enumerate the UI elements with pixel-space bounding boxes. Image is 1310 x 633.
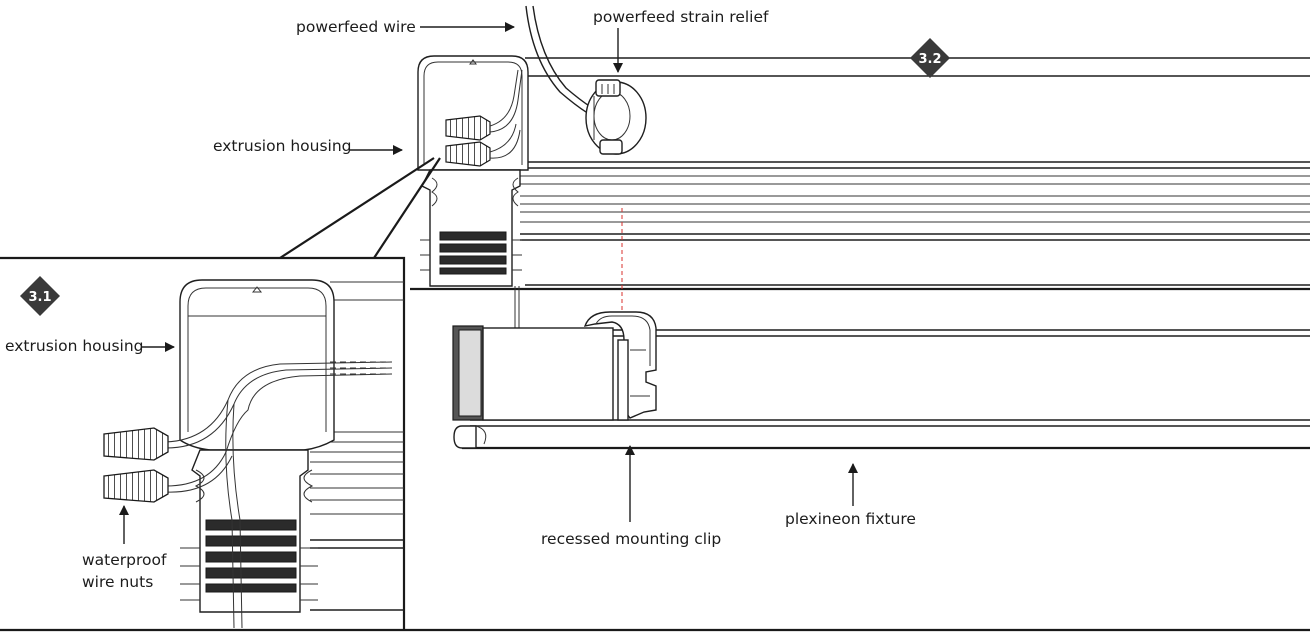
step-badge-3-2-label: 3.2: [918, 52, 941, 67]
detail-callout-lines: [279, 157, 441, 259]
detail-inset: 3.1 extrusion housing waterproof wire nu…: [0, 256, 1310, 632]
wire-nuts-label-line2: wire nuts: [82, 573, 153, 591]
wire-nuts-label-line1: waterproof: [82, 551, 167, 569]
plexineon-fixture: [452, 325, 1310, 450]
main-wire-nuts: [445, 69, 523, 167]
fixture-label: plexineon fixture: [785, 510, 916, 528]
inset-extrusion-housing-label: extrusion housing: [5, 337, 144, 355]
strain-relief-label: powerfeed strain relief: [593, 8, 769, 26]
main-view: 3.2 powerfeed wire powerfeed strain reli…: [213, 5, 1310, 548]
powerfeed-strain-relief: [585, 79, 647, 155]
mounting-channel: [410, 57, 1310, 291]
recessed-mounting-clip: [583, 311, 657, 421]
step-badge-3-1-label: 3.1: [28, 290, 51, 305]
step-badge-3-2: 3.2: [910, 38, 950, 78]
extrusion-housing: [417, 55, 529, 287]
mounting-clip-label: recessed mounting clip: [541, 530, 721, 548]
inset-wire-nuts: [103, 427, 169, 503]
powerfeed-wire-label: powerfeed wire: [296, 18, 416, 36]
step-badge-3-1: 3.1: [20, 276, 60, 316]
extrusion-housing-label: extrusion housing: [213, 137, 352, 155]
